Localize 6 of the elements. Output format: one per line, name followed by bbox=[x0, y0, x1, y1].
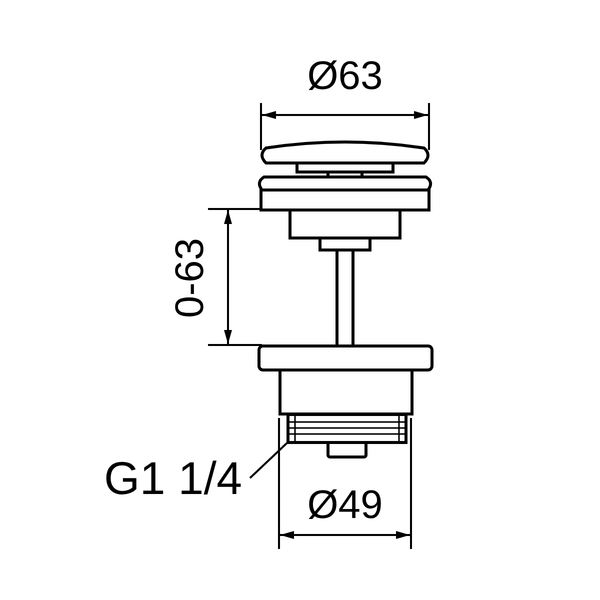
dimension-text: Ø49 bbox=[306, 485, 384, 525]
leader-line bbox=[249, 442, 288, 479]
dimension-text: Ø63 bbox=[306, 56, 384, 96]
dimension-text: 0-63 bbox=[170, 236, 210, 320]
thread-drawing bbox=[285, 413, 409, 444]
thread-size-label: G1 1/4 bbox=[104, 454, 246, 502]
